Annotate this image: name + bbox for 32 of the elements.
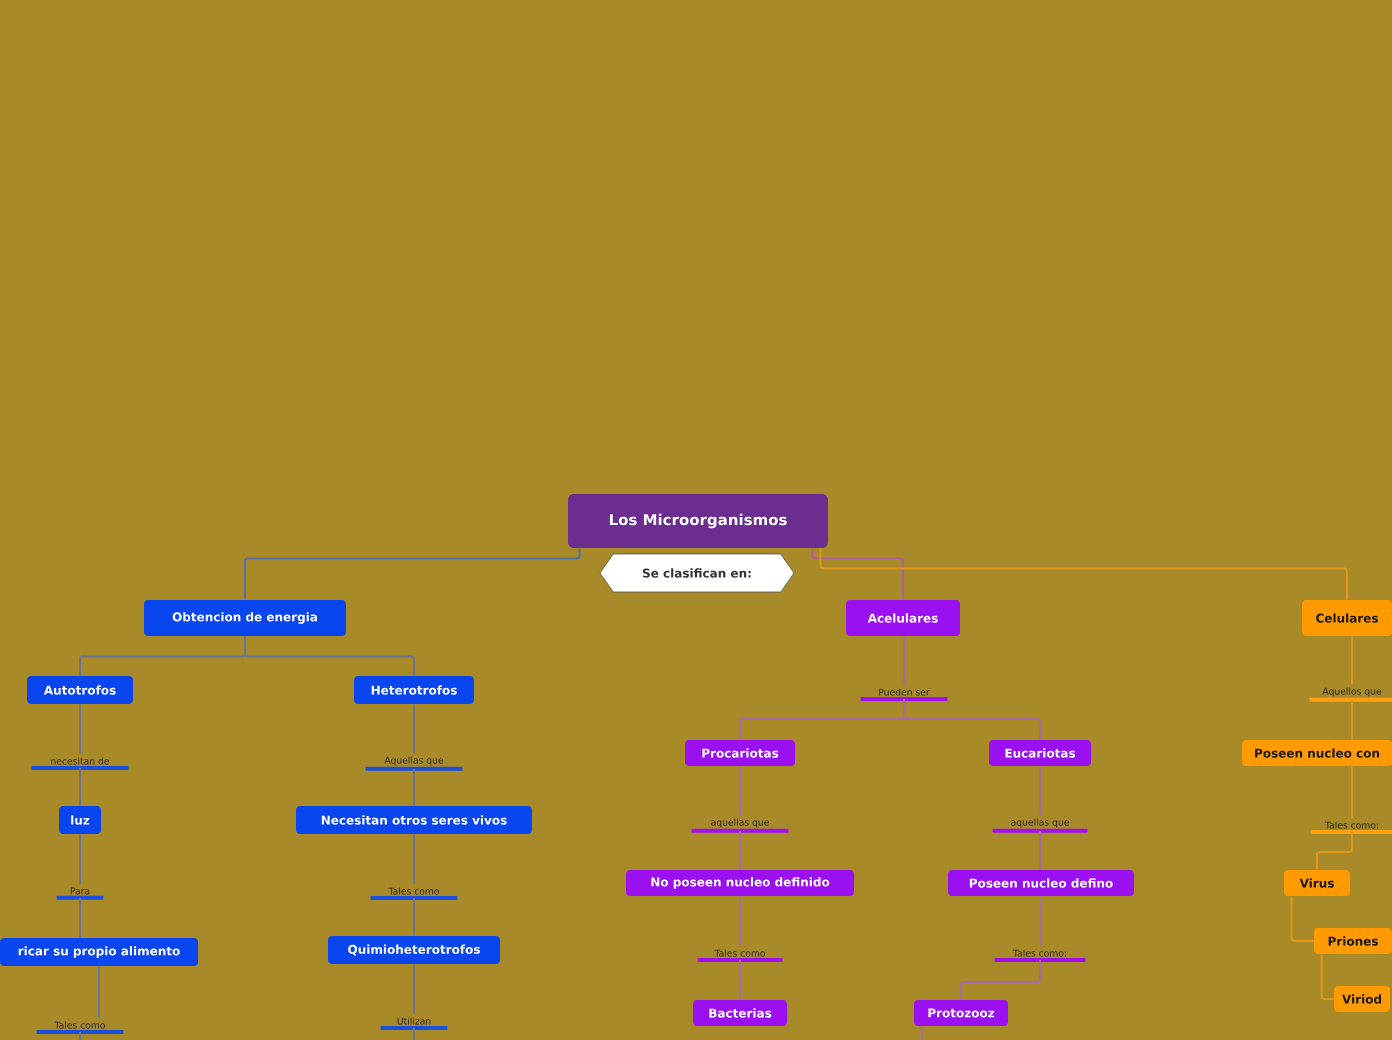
connector-line <box>1040 895 1042 948</box>
connector-line <box>1351 765 1353 820</box>
connector-line <box>1316 830 1353 871</box>
connector-line <box>1320 953 1335 1000</box>
connector-line <box>413 703 415 755</box>
connector-line <box>811 547 904 601</box>
connector-line <box>79 766 81 807</box>
connector-line <box>1039 765 1041 817</box>
connector-line <box>413 833 415 886</box>
connector-line <box>98 965 100 1020</box>
connector-line <box>1351 635 1353 686</box>
connector-line <box>739 895 741 948</box>
connector-line <box>413 1027 415 1040</box>
connector-line <box>920 1025 923 1040</box>
connector-line <box>1290 895 1315 942</box>
connector-line <box>79 896 81 939</box>
connector-line <box>739 958 741 1001</box>
connector-line <box>413 897 415 937</box>
connector-line <box>413 767 415 807</box>
connector-line <box>739 829 741 871</box>
connector-line <box>79 833 81 886</box>
connector-line <box>79 703 81 756</box>
connector-line <box>903 697 1041 741</box>
connector-line <box>1351 698 1353 741</box>
connector-line <box>903 635 905 687</box>
connector-line <box>819 547 1348 601</box>
connector-line <box>244 635 415 677</box>
connector-line <box>1039 829 1041 871</box>
connector-line <box>244 547 581 601</box>
connector-line <box>413 963 415 1016</box>
connector-line <box>79 1031 81 1040</box>
connector-line <box>739 765 741 817</box>
